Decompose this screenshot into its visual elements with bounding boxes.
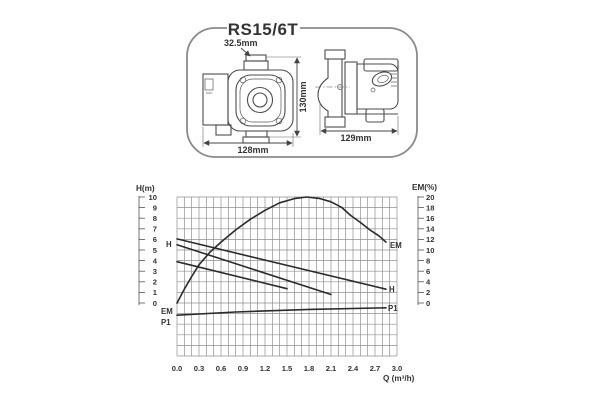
screw-icon bbox=[275, 117, 283, 125]
q-axis-tick: 3.0 bbox=[392, 364, 403, 373]
curve-H-speed-III bbox=[176, 238, 387, 291]
h-axis-tick: 5 bbox=[153, 246, 158, 255]
q-axis-tick: 2.1 bbox=[326, 364, 337, 373]
dim-128mm: 128mm bbox=[237, 145, 268, 155]
curve-H-speed-II bbox=[176, 243, 332, 296]
q-axis-tick: 0.6 bbox=[216, 364, 227, 373]
q-axis-tick: 1.8 bbox=[304, 364, 315, 373]
h-curves-start-label: H bbox=[166, 240, 172, 249]
dim-129mm: 129mm bbox=[340, 133, 371, 143]
curve-EM-efficiency bbox=[176, 196, 387, 304]
em-axis-tick: 4 bbox=[426, 278, 431, 287]
h-axis-tick: 2 bbox=[153, 278, 157, 287]
h-axis-tick: 8 bbox=[153, 214, 157, 223]
q-axis-tick: 0.3 bbox=[194, 364, 205, 373]
h-axis-tick: 7 bbox=[153, 225, 157, 234]
em-axis-tick: 0 bbox=[426, 299, 430, 308]
em-axis-tick: 14 bbox=[426, 225, 435, 234]
pump-side-view: 129mm bbox=[315, 49, 399, 143]
left-axis-title: H(m) bbox=[136, 184, 155, 193]
chart-text-labels: H(m) EM(%) Q (m³/h) H EM P1 EM H P1 bbox=[136, 183, 437, 383]
screw-icon bbox=[239, 117, 247, 125]
h-axis-tick: 1 bbox=[153, 288, 158, 297]
drawing-panel: RS15/6T bbox=[186, 19, 418, 158]
dim-130mm: 130mm bbox=[298, 81, 308, 112]
curve-H-speed-I bbox=[176, 260, 288, 290]
q-axis-tick: 0.0 bbox=[172, 364, 183, 373]
em-axis-tick: 20 bbox=[426, 193, 434, 202]
em-axis-tick: 10 bbox=[426, 246, 434, 255]
curve-P1-power bbox=[176, 306, 387, 317]
q-axis-tick: 1.2 bbox=[260, 364, 271, 373]
p1-curve-end-label: P1 bbox=[388, 304, 398, 313]
x-axis-title: Q (m³/h) bbox=[383, 374, 415, 383]
grid bbox=[176, 196, 398, 357]
h-axis-tick: 6 bbox=[153, 235, 157, 244]
h-axis-tick: 9 bbox=[153, 203, 157, 212]
pump-front-view: 32.5mm 130mm 128mm bbox=[202, 38, 308, 155]
p1-curve-start-label: P1 bbox=[161, 318, 171, 327]
em-axis-tick: 6 bbox=[426, 267, 430, 276]
right-axis-title: EM(%) bbox=[412, 183, 437, 192]
h-axis-tick: 0 bbox=[153, 299, 157, 308]
dim-32-5mm: 32.5mm bbox=[224, 38, 258, 48]
title-background bbox=[227, 19, 300, 37]
q-axis-tick: 2.4 bbox=[348, 364, 359, 373]
em-axis-tick: 12 bbox=[426, 235, 434, 244]
q-axis-tick: 0.9 bbox=[238, 364, 249, 373]
h-axis-tick: 10 bbox=[149, 193, 157, 202]
h-curve-end-label: H bbox=[389, 285, 395, 294]
q-axis-tick: 2.7 bbox=[370, 364, 381, 373]
em-curve-end-label: EM bbox=[390, 241, 402, 250]
screw-icon bbox=[275, 76, 283, 84]
em-axis-tick: 2 bbox=[426, 288, 430, 297]
q-axis-tick: 1.5 bbox=[282, 364, 293, 373]
h-axis-tick: 3 bbox=[153, 267, 157, 276]
em-axis-tick: 18 bbox=[426, 203, 434, 212]
h-axis-tick: 4 bbox=[153, 256, 158, 265]
page-title: RS15/6T bbox=[228, 20, 299, 39]
screw-icon bbox=[239, 76, 247, 84]
em-axis-tick: 8 bbox=[426, 256, 430, 265]
panel-frame bbox=[186, 27, 418, 158]
em-curve-start-label: EM bbox=[161, 307, 173, 316]
em-axis-tick: 16 bbox=[426, 214, 434, 223]
